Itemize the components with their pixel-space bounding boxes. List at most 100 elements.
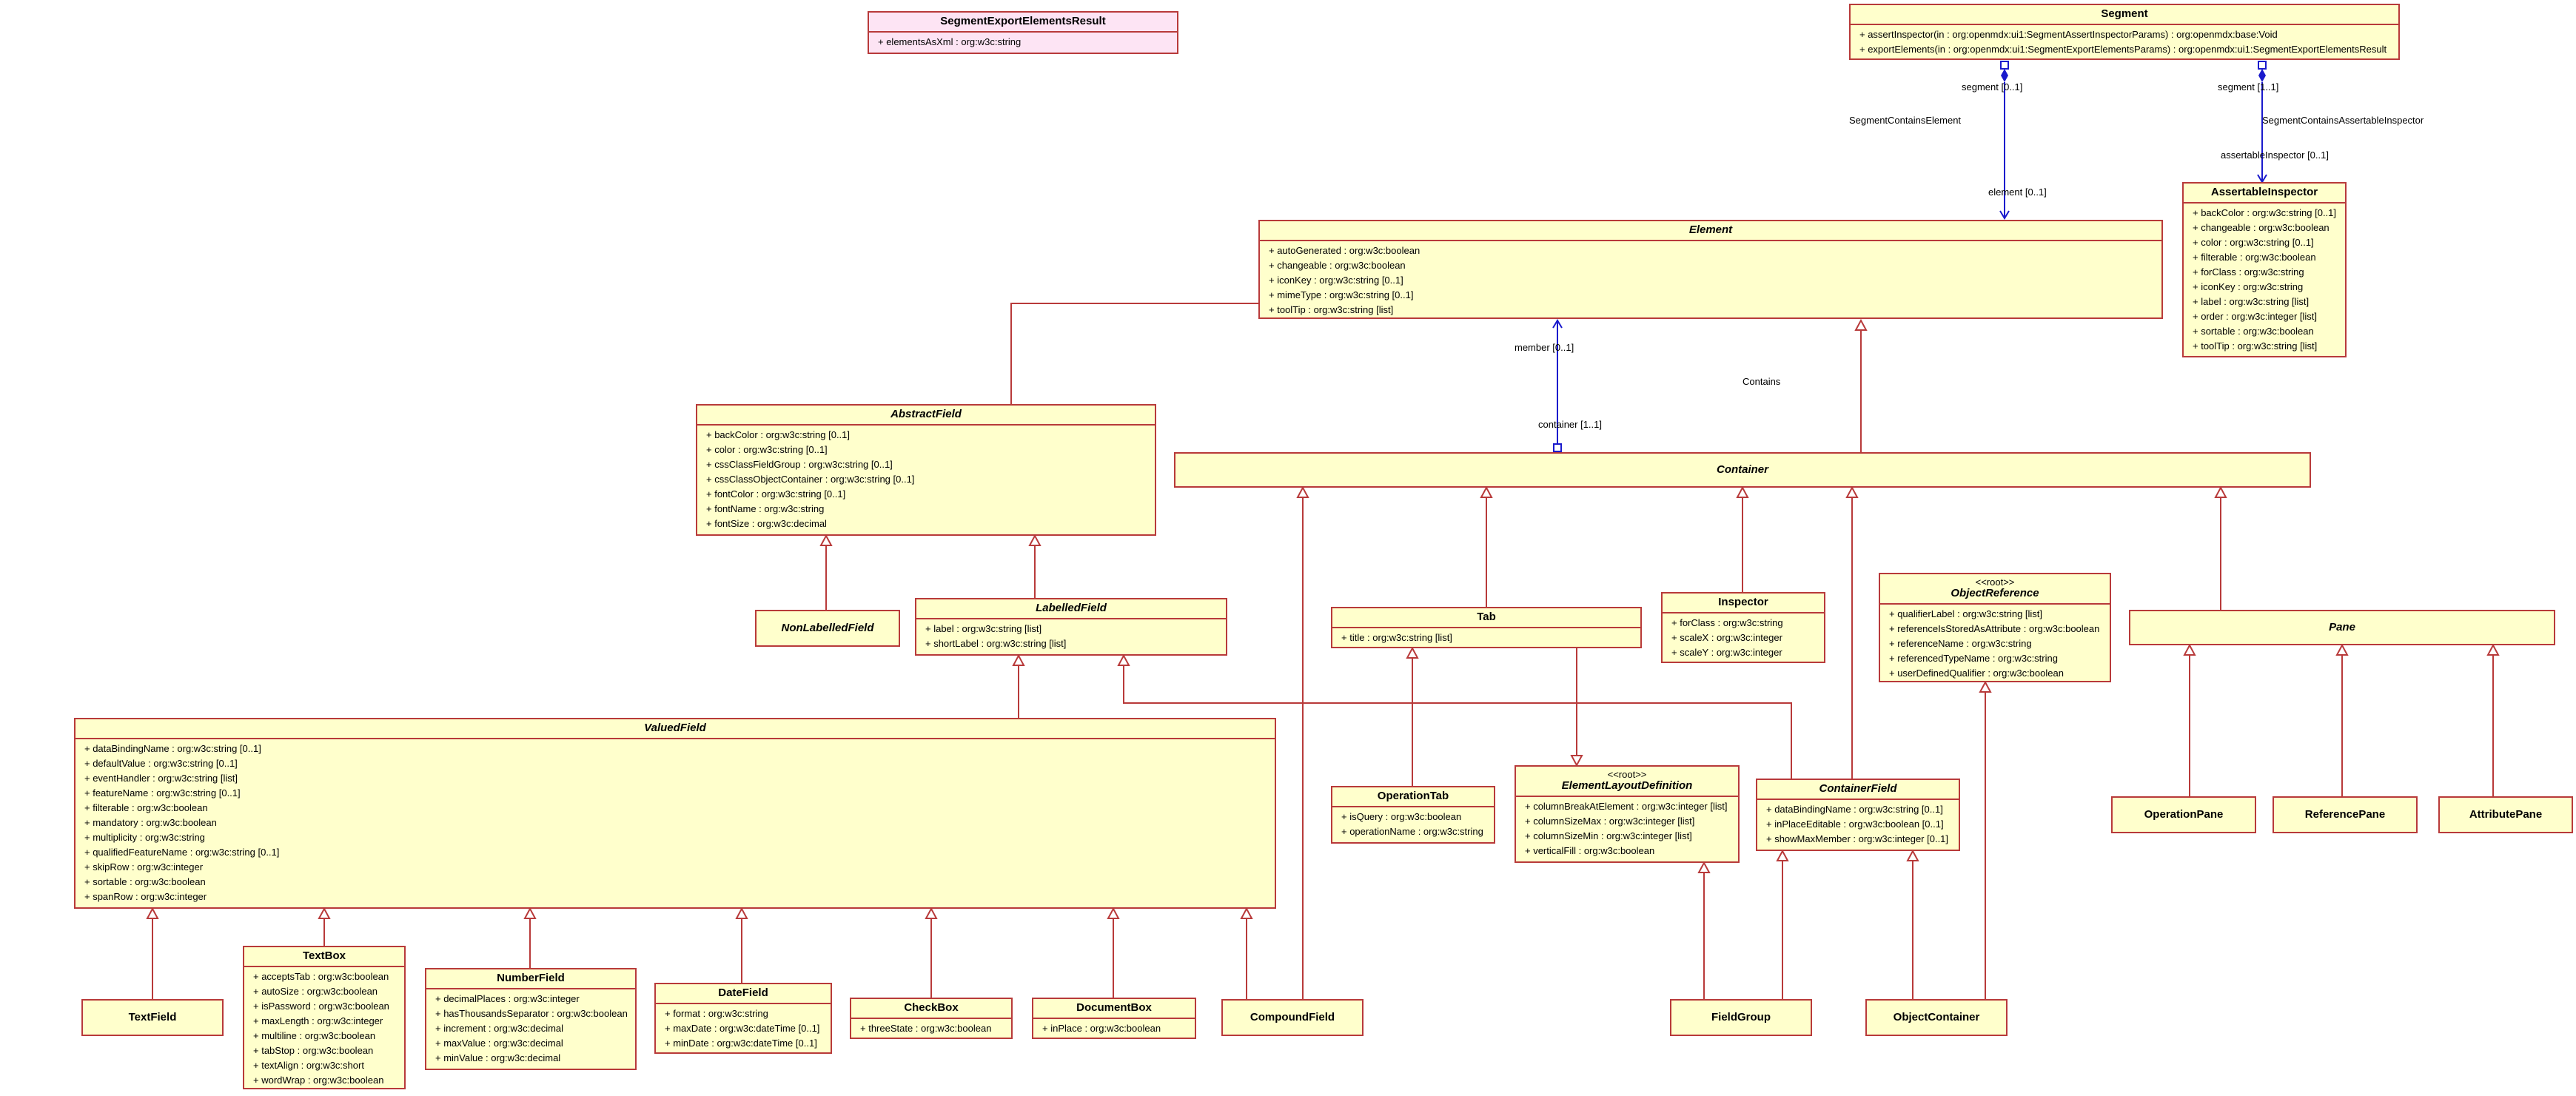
- label-assertable-inspector-role: assertableInspector [0..1]: [2221, 149, 2329, 161]
- class-field-group[interactable]: FieldGroup: [1670, 999, 1812, 1036]
- class-name: FieldGroup: [1711, 1011, 1771, 1023]
- class-object-reference[interactable]: <<root>>ObjectReference+ qualifierLabel …: [1879, 573, 2111, 682]
- class-inspector[interactable]: Inspector+ forClass : org:w3c:string+ sc…: [1661, 592, 1825, 663]
- class-attribute: + hasThousandsSeparator : org:w3c:boolea…: [435, 1008, 628, 1019]
- class-header: LabelledField: [916, 599, 1226, 618]
- class-document-box[interactable]: DocumentBox+ inPlace : org:w3c:boolean: [1032, 998, 1196, 1039]
- class-attribute: + sortable : org:w3c:boolean: [84, 876, 206, 887]
- label-element-role: element [0..1]: [1988, 186, 2047, 198]
- class-attribute: + label : org:w3c:string [list]: [925, 623, 1042, 634]
- class-attribute: + acceptsTab : org:w3c:boolean: [253, 971, 389, 982]
- generalization-arrowhead: [1296, 485, 1309, 498]
- class-name: OperationTab: [1377, 790, 1449, 802]
- class-attribute: + fontName : org:w3c:string: [706, 503, 825, 514]
- class-header: AbstractField: [697, 406, 1155, 424]
- class-attribute-pane[interactable]: AttributePane: [2438, 796, 2573, 833]
- class-attribute: + iconKey : org:w3c:string [0..1]: [1269, 275, 1403, 286]
- class-non-labelled-field[interactable]: NonLabelledField: [755, 610, 900, 647]
- class-attribute: + mandatory : org:w3c:boolean: [84, 817, 217, 828]
- class-check-box[interactable]: CheckBox+ threeState : org:w3c:boolean: [850, 998, 1013, 1039]
- class-header: ObjectContainer: [1894, 1012, 1980, 1023]
- class-labelled-field[interactable]: LabelledField + label : org:w3c:string [l…: [915, 598, 1227, 656]
- class-text-box[interactable]: TextBox+ acceptsTab : org:w3c:boolean+ a…: [243, 946, 406, 1089]
- class-name: CheckBox: [904, 1001, 959, 1014]
- class-attribute: + toolTip : org:w3c:string [list]: [1269, 304, 1394, 315]
- class-header: TextField: [129, 1012, 177, 1023]
- generalization-arrowhead: [1906, 849, 1919, 861]
- class-header: Tab: [1332, 608, 1640, 627]
- class-header: Element: [1260, 221, 2161, 240]
- class-attribute: + fontSize : org:w3c:decimal: [706, 518, 827, 529]
- class-container[interactable]: Container: [1174, 452, 2311, 488]
- class-valued-field[interactable]: ValuedField+ dataBindingName : org:w3c:s…: [74, 718, 1276, 909]
- generalization-arrowhead: [1776, 849, 1789, 861]
- navigable-arrowhead: [1999, 210, 2010, 220]
- qualifier-square: [2258, 61, 2267, 70]
- class-tab[interactable]: Tab+ title : org:w3c:string [list]: [1331, 607, 1642, 648]
- generalization-arrowhead: [1012, 653, 1025, 666]
- class-name: TextField: [128, 1011, 177, 1023]
- class-attributes: + elementsAsXml : org:w3c:string: [869, 31, 1177, 53]
- class-name: ObjectContainer: [1893, 1011, 1980, 1023]
- class-abstract-field[interactable]: AbstractField+ backColor : org:w3c:strin…: [696, 404, 1156, 536]
- generalization-arrowhead: [1406, 646, 1419, 659]
- class-pane[interactable]: Pane: [2129, 610, 2555, 645]
- class-object-container[interactable]: ObjectContainer: [1865, 999, 2008, 1036]
- class-compound-field[interactable]: CompoundField: [1221, 999, 1364, 1036]
- generalization-arrowhead: [735, 907, 748, 919]
- class-attributes: + format : org:w3c:string+ maxDate : org…: [656, 1003, 831, 1052]
- class-attribute: + cssClassObjectContainer : org:w3c:stri…: [706, 474, 915, 485]
- class-assertable-inspector[interactable]: AssertableInspector+ backColor : org:w3c…: [2182, 182, 2347, 357]
- class-attribute: + exportElements(in : org:openmdx:ui1:Se…: [1859, 44, 2387, 55]
- class-attribute: + featureName : org:w3c:string [0..1]: [84, 787, 241, 799]
- class-container-field[interactable]: ContainerField+ dataBindingName : org:w3…: [1756, 779, 1960, 851]
- class-attribute: + fontColor : org:w3c:string [0..1]: [706, 488, 846, 500]
- class-attribute: + dataBindingName : org:w3c:string [0..1…: [84, 743, 261, 754]
- generalization-arrowhead: [523, 907, 537, 919]
- class-header: AttributePane: [2469, 809, 2542, 821]
- class-attribute: + dataBindingName : org:w3c:string [0..1…: [1766, 804, 1943, 815]
- class-header: Pane: [2329, 622, 2355, 633]
- class-attribute: + showMaxMember : org:w3c:integer [0..1]: [1766, 833, 1949, 844]
- class-header: <<root>>ElementLayoutDefinition: [1516, 767, 1738, 796]
- class-attribute: + label : org:w3c:string [list]: [2193, 296, 2310, 307]
- class-attributes: + acceptsTab : org:w3c:boolean+ autoSize…: [244, 966, 404, 1088]
- class-name: AbstractField: [890, 408, 962, 420]
- generalization-arrowhead: [1107, 907, 1120, 919]
- class-date-field[interactable]: DateField+ format : org:w3c:string+ maxD…: [654, 983, 832, 1054]
- class-stereotype: <<root>>: [1975, 576, 2015, 588]
- class-operation-tab[interactable]: OperationTab+ isQuery : org:w3c:boolean+…: [1331, 786, 1495, 844]
- qualifier-square: [2000, 61, 2009, 70]
- class-attributes: + title : org:w3c:string [list]: [1332, 627, 1640, 647]
- class-element[interactable]: Element+ autoGenerated : org:w3c:boolean…: [1258, 220, 2163, 319]
- class-name: CompoundField: [1250, 1011, 1335, 1023]
- class-name: ReferencePane: [2304, 808, 2386, 821]
- class-element-layout-definition[interactable]: <<root>>ElementLayoutDefinition+ columnB…: [1515, 765, 1740, 863]
- class-attribute: + scaleX : org:w3c:integer: [1671, 632, 1782, 643]
- class-name: DocumentBox: [1076, 1001, 1152, 1014]
- class-attribute: + forClass : org:w3c:string: [2193, 266, 2304, 278]
- class-attribute: + iconKey : org:w3c:string: [2193, 281, 2304, 292]
- class-number-field[interactable]: NumberField+ decimalPlaces : org:w3c:int…: [425, 968, 637, 1070]
- class-name: ElementLayoutDefinition: [1561, 779, 1693, 792]
- class-attribute: + columnSizeMax : org:w3c:integer [list]: [1525, 816, 1695, 827]
- class-attribute: + minValue : org:w3c:decimal: [435, 1052, 561, 1063]
- class-header: DateField: [656, 984, 831, 1003]
- generalization-arrowhead: [1117, 653, 1130, 666]
- class-attribute: + increment : org:w3c:decimal: [435, 1023, 564, 1034]
- class-attributes: + decimalPlaces : org:w3c:integer+ hasTh…: [426, 988, 635, 1069]
- class-header: ReferencePane: [2305, 809, 2385, 821]
- class-attribute: + scaleY : org:w3c:integer: [1671, 647, 1782, 658]
- generalization-containerfield-labelled: [1123, 665, 1792, 779]
- class-segment-export-elements-result[interactable]: SegmentExportElementsResult+ elementsAsX…: [868, 11, 1178, 54]
- class-text-field[interactable]: TextField: [81, 999, 224, 1036]
- class-attribute: + maxDate : org:w3c:dateTime [0..1]: [665, 1023, 820, 1034]
- class-attribute: + multiline : org:w3c:boolean: [253, 1030, 376, 1041]
- class-segment[interactable]: Segment+ assertInspector(in : org:openmd…: [1849, 4, 2400, 60]
- class-reference-pane[interactable]: ReferencePane: [2273, 796, 2418, 833]
- class-attribute: + qualifierLabel : org:w3c:string [list]: [1889, 608, 2043, 619]
- class-name: OperationPane: [2144, 808, 2224, 821]
- class-operation-pane[interactable]: OperationPane: [2111, 796, 2256, 833]
- label-segment-role-1: segment [0..1]: [1962, 81, 2023, 93]
